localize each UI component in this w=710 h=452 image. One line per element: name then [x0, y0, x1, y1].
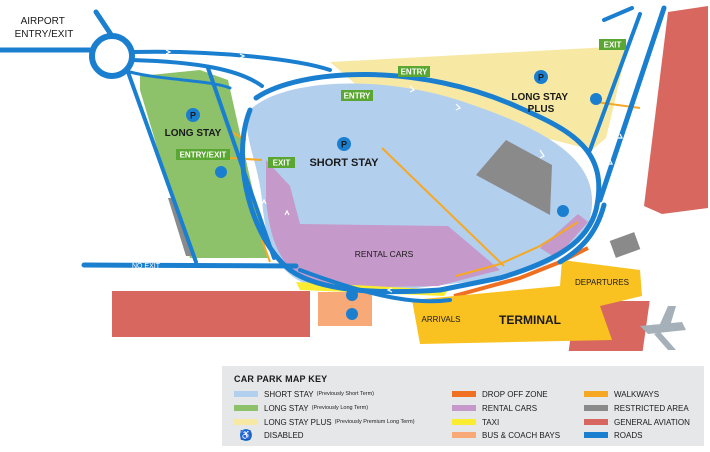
sign-exit-short-stay: EXIT — [268, 157, 295, 168]
sign-text: ENTRY — [401, 68, 428, 77]
long-stay-plus-label: LONG STAY PLUS — [511, 92, 570, 115]
road-direction-arrows — [165, 49, 623, 293]
key-label: GENERAL AVIATION — [614, 417, 690, 427]
arrivals-label: ARRIVALS — [422, 315, 461, 324]
key-note: (Previously Premium Long Term) — [334, 419, 415, 425]
rental-cars-label: RENTAL CARS — [355, 249, 414, 259]
sign-entry-exit-long-stay: ENTRY/EXIT — [176, 149, 230, 160]
key-label: LONG STAY PLUS — [264, 417, 332, 427]
key-item-long-stay-plus: LONG STAY PLUS(Previously Premium Long T… — [234, 416, 415, 428]
sign-text: EXIT — [273, 159, 291, 168]
restricted-building — [609, 232, 641, 258]
swatch — [452, 391, 476, 397]
key-item-taxi: TAXI — [452, 416, 499, 428]
key-item-restricted-area: RESTRICTED AREA — [584, 402, 689, 414]
restricted-area-short-stay — [476, 140, 552, 215]
key-label: ROADS — [614, 430, 643, 440]
key-item-rental-cars: RENTAL CARS — [452, 402, 537, 414]
restricted-strip-long-stay — [168, 198, 192, 256]
key-label: WALKWAYS — [614, 389, 660, 399]
no-exit-label: NO EXIT — [132, 263, 161, 270]
disabled-icon-long-stay — [215, 166, 227, 178]
swatch — [452, 432, 476, 438]
key-label: DISABLED — [264, 430, 304, 440]
long-stay-area — [140, 70, 268, 258]
swatch — [234, 391, 258, 397]
sign-entry-top: ENTRY — [398, 66, 430, 77]
key-label: LONG STAY — [264, 403, 309, 413]
key-note: (Previously Short Term) — [316, 391, 374, 397]
parking-letter: P — [190, 111, 196, 121]
long-stay-label: LONG STAY — [165, 128, 222, 139]
bus-coach-bays — [318, 292, 372, 326]
airport-entry-exit-label: AIRPORT ENTRY/EXIT — [15, 16, 74, 40]
key-item-drop-off-zone: DROP OFF ZONE — [452, 388, 548, 400]
key-item-short-stay: SHORT STAY(Previously Short Term) — [234, 388, 374, 400]
bus-icon — [346, 308, 358, 320]
swatch — [584, 405, 608, 411]
swatch — [584, 391, 608, 397]
key-label: BUS & COACH BAYS — [482, 430, 561, 440]
key-label: DROP OFF ZONE — [482, 389, 548, 399]
key-label: RENTAL CARS — [482, 403, 538, 413]
swatch — [234, 419, 258, 425]
departures-label: DEPARTURES — [575, 278, 629, 287]
key-label: SHORT STAY — [264, 389, 314, 399]
general-aviation-area-right — [644, 6, 708, 214]
key-label: TAXI — [482, 417, 500, 427]
disabled-icon-short-stay — [557, 205, 569, 217]
rental-cars-strip — [540, 214, 588, 258]
parking-icon-short-stay: P — [337, 137, 351, 151]
roads — [0, 5, 667, 304]
sign-entry-mid: ENTRY — [341, 90, 373, 101]
airplane-icon — [640, 306, 686, 350]
key-item-disabled: ♿ DISABLED — [234, 429, 304, 441]
key-item-general-aviation: GENERAL AVIATION — [584, 416, 690, 428]
sign-exit-top-right: EXIT — [599, 39, 626, 50]
sign-text: ENTRY — [344, 92, 371, 101]
key-item-roads: ROADS — [584, 429, 642, 441]
sign-text: ENTRY/EXIT — [180, 151, 227, 160]
swatch — [452, 405, 476, 411]
key-item-bus-coach-bays: BUS & COACH BAYS — [452, 429, 560, 441]
terminal-label: TERMINAL — [499, 313, 561, 327]
key-label: RESTRICTED AREA — [614, 403, 689, 413]
swatch — [584, 432, 608, 438]
swatch — [452, 419, 476, 425]
disabled-icon: ♿ — [240, 429, 252, 441]
sign-text: EXIT — [604, 41, 622, 50]
map-key: CAR PARK MAP KEY SHORT STAY(Previously S… — [222, 366, 704, 446]
swatch — [234, 405, 258, 411]
parking-icon-long-stay-plus: P — [534, 70, 548, 84]
short-stay-label: SHORT STAY — [309, 157, 379, 169]
rental-cars-area — [266, 160, 500, 288]
map-key-title: CAR PARK MAP KEY — [234, 374, 328, 384]
parking-icon-long-stay: P — [186, 108, 200, 122]
parking-letter: P — [538, 73, 544, 83]
key-item-walkways: WALKWAYS — [584, 388, 659, 400]
general-aviation-area-left — [112, 291, 310, 337]
terminal-building — [412, 260, 642, 344]
swatch — [584, 419, 608, 425]
parking-letter: P — [341, 140, 347, 150]
disabled-icon-long-stay-plus — [590, 93, 602, 105]
key-item-long-stay: LONG STAY(Previously Long Term) — [234, 402, 368, 414]
key-note: (Previously Long Term) — [311, 405, 369, 411]
